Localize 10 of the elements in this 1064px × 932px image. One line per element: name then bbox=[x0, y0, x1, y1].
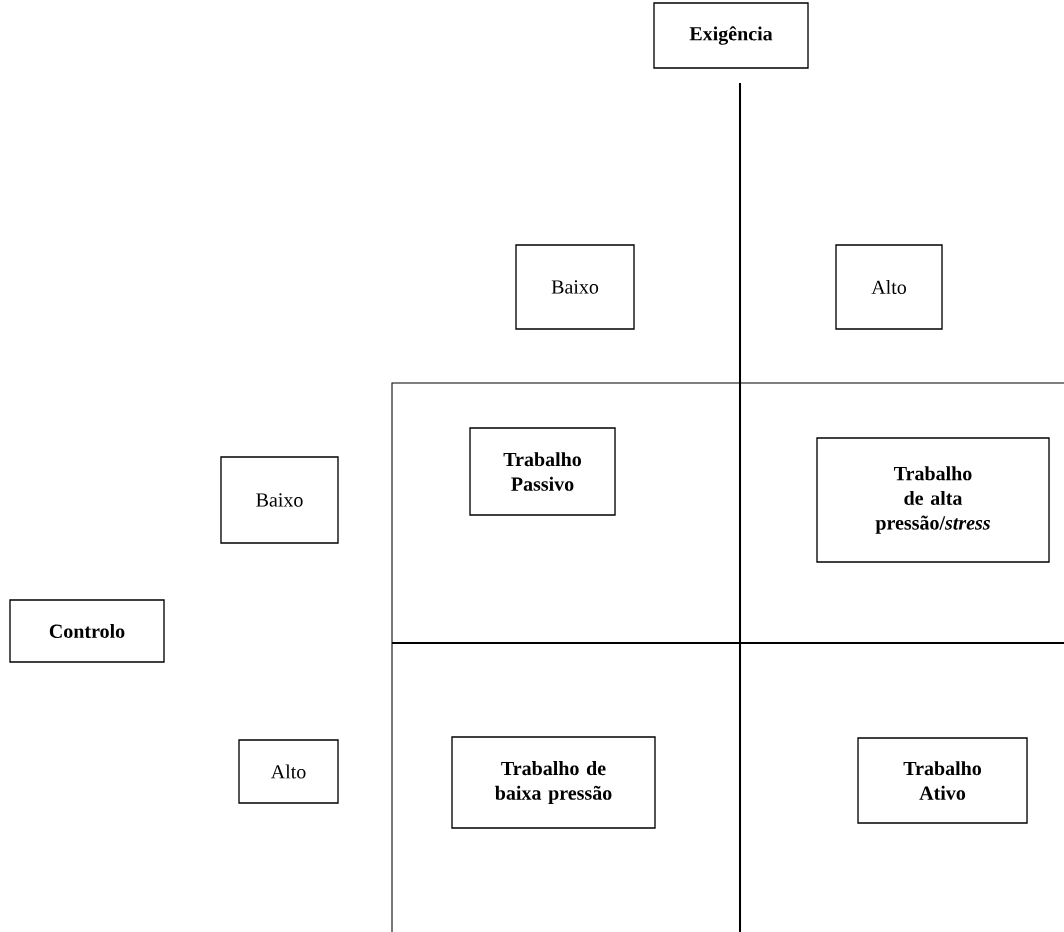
level-box: Baixo bbox=[515, 244, 635, 330]
axis-title-box: Controlo bbox=[9, 599, 165, 663]
axis-title-box: Exigência bbox=[653, 2, 809, 69]
quadrant-box: Trabalho Ativo bbox=[857, 737, 1028, 824]
level-box: Alto bbox=[238, 739, 339, 804]
quadrant-box: Trabalho de alta pressão/stress bbox=[816, 437, 1050, 563]
level-box: Alto bbox=[835, 244, 943, 330]
level-box: Baixo bbox=[220, 456, 339, 544]
quadrant-box: Trabalho de baixa pressão bbox=[451, 736, 656, 829]
quadrant-box: Trabalho Passivo bbox=[469, 427, 616, 516]
